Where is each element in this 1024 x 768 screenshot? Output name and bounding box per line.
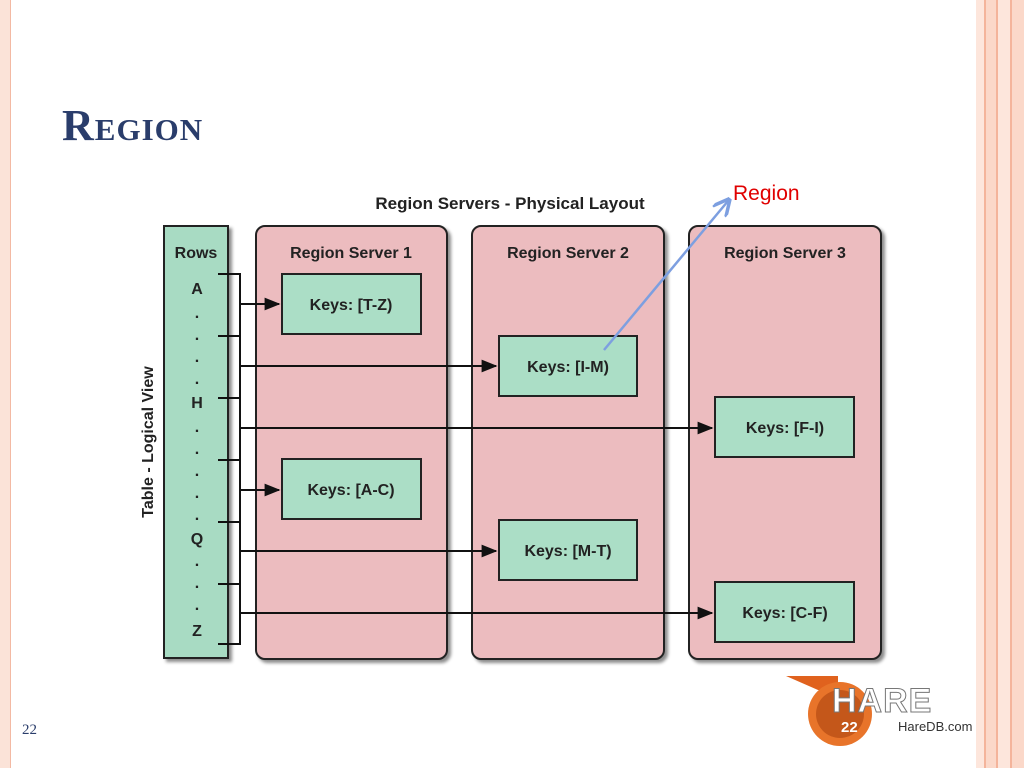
row-letter: H	[191, 395, 203, 412]
key-box	[281, 273, 422, 335]
key-range-label: Keys: [M-T)	[524, 543, 611, 560]
row-letter: .	[195, 553, 199, 570]
row-letter: .	[195, 575, 199, 592]
page-number: 22	[22, 722, 37, 738]
row-letter: .	[195, 485, 199, 502]
key-range-label: Keys: [F-I)	[746, 420, 824, 437]
logo-brand-text: HARE	[832, 682, 932, 720]
row-letter: .	[195, 507, 199, 524]
key-range-label: Keys: [I-M)	[527, 359, 609, 376]
diagram-heading: Region Servers - Physical Layout	[375, 194, 645, 213]
row-letter: A	[191, 281, 203, 298]
key-range-label: Keys: [T-Z)	[310, 297, 393, 314]
rows-header: Rows	[175, 245, 218, 262]
row-to-region-arrows	[240, 297, 714, 620]
region-annotation-label: Region	[733, 182, 800, 205]
key-box	[498, 519, 638, 581]
region-server-3-label: Region Server 3	[724, 245, 846, 262]
row-letter: .	[195, 305, 199, 322]
region-server-1-label: Region Server 1	[290, 245, 412, 262]
left-border-decoration	[0, 0, 11, 768]
row-letter: Z	[192, 623, 202, 640]
slide-title: Region	[62, 101, 204, 150]
row-letter: .	[195, 371, 199, 388]
row-letter: .	[195, 349, 199, 366]
row-letter: Q	[191, 531, 203, 548]
region-annotation-arrow	[603, 201, 728, 351]
region-server-2-label: Region Server 2	[507, 245, 629, 262]
row-letter: .	[195, 419, 199, 436]
key-box	[714, 396, 855, 458]
key-box	[281, 458, 422, 520]
row-letter: .	[195, 327, 199, 344]
region-server-2-panel	[471, 225, 665, 660]
key-box	[498, 335, 638, 397]
haredb-logo: HARE HareDB.com 22	[786, 676, 972, 746]
key-range-label: Keys: [C-F)	[742, 605, 827, 622]
right-border-decoration	[976, 0, 1024, 768]
row-letter: .	[195, 463, 199, 480]
rows-column	[163, 225, 229, 659]
row-letter: .	[195, 441, 199, 458]
logo-site-text: HareDB.com	[898, 719, 972, 734]
logo-badge-number: 22	[841, 719, 858, 736]
logical-view-label: Table - Logical View	[140, 366, 157, 518]
row-letter: .	[195, 597, 199, 614]
key-range-label: Keys: [A-C)	[307, 482, 394, 499]
key-box	[714, 581, 855, 643]
